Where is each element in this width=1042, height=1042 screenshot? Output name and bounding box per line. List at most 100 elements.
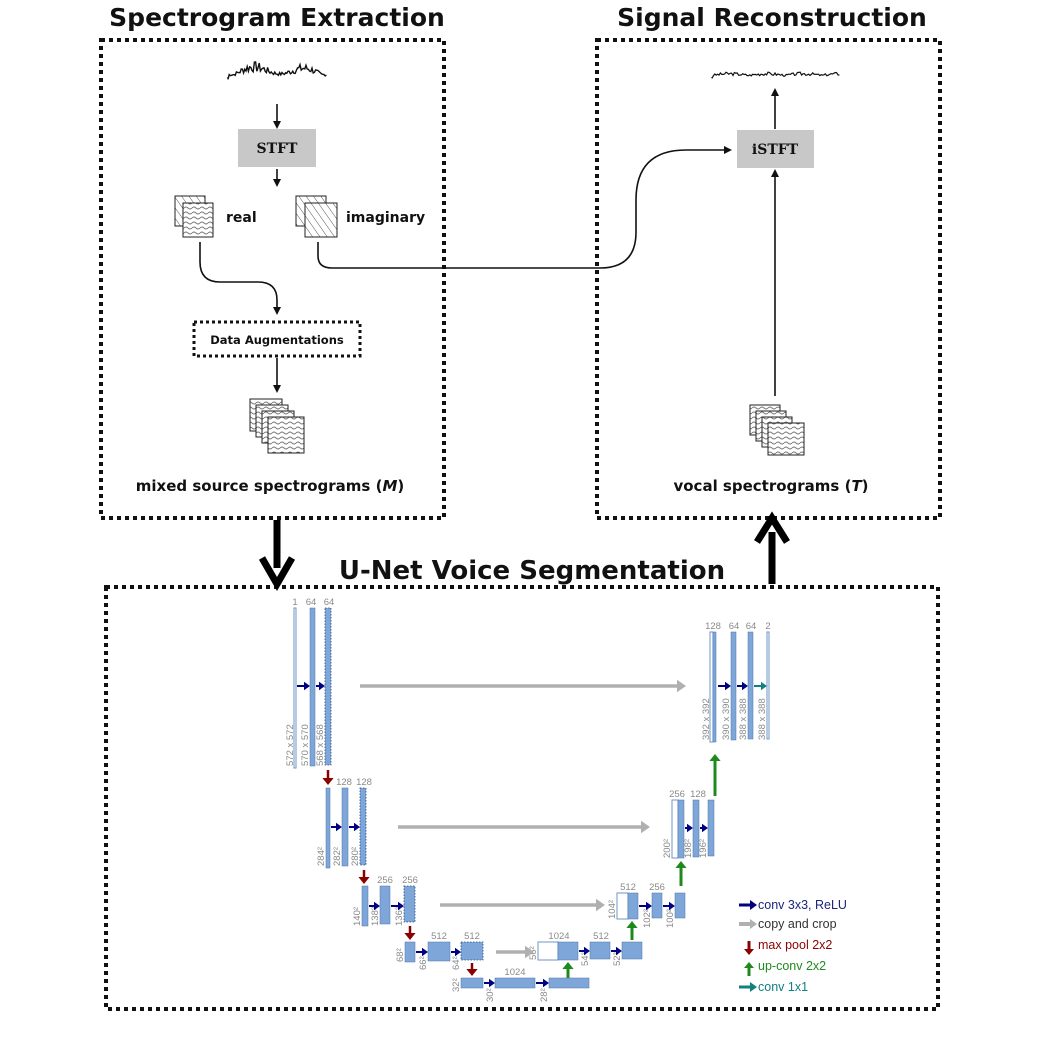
arrow-imaginary-to-istft bbox=[317, 146, 732, 269]
unet-size-label: 570 x 570 bbox=[300, 724, 311, 766]
max-pool-arrow bbox=[404, 926, 416, 940]
conv-arrow bbox=[700, 823, 708, 833]
unet-block bbox=[692, 799, 700, 858]
unet-panel bbox=[104, 585, 940, 1011]
unet-block bbox=[674, 892, 686, 919]
augmentations-box bbox=[192, 320, 362, 358]
stft-box bbox=[238, 129, 316, 167]
unet-channel-label: 256 bbox=[669, 789, 685, 800]
unet-size-label: 280² bbox=[350, 847, 361, 866]
conv-arrow bbox=[484, 978, 495, 988]
unet-channel-label: 2 bbox=[765, 621, 770, 632]
unet-block bbox=[537, 941, 559, 961]
max-pool-arrow bbox=[322, 770, 334, 785]
unet-block bbox=[460, 941, 484, 961]
unet-size-label: 198² bbox=[683, 839, 694, 858]
unet-size-label: 392 x 392 bbox=[701, 698, 712, 740]
unet-size-label: 64² bbox=[451, 956, 462, 970]
unet-channel-label: 128 bbox=[356, 777, 372, 788]
unet-size-label: 104² bbox=[607, 900, 618, 919]
conv-arrow bbox=[639, 901, 652, 911]
unet-size-label: 568 x 568 bbox=[315, 724, 326, 766]
unet-size-label: 388 x 388 bbox=[738, 698, 749, 740]
conv-arrow bbox=[737, 681, 748, 691]
unet-channel-label: 256 bbox=[377, 875, 393, 886]
legend-entry: conv 1x1 bbox=[739, 980, 808, 994]
unet-size-label: 54² bbox=[580, 952, 591, 966]
legend-entry: copy and crop bbox=[739, 917, 837, 931]
conv-arrow bbox=[316, 681, 325, 691]
unet-size-label: 68² bbox=[395, 948, 406, 962]
unet-size-label: 100² bbox=[665, 909, 676, 928]
unet-size-label: 200² bbox=[662, 839, 673, 858]
unet-block bbox=[766, 631, 770, 740]
unet-block bbox=[361, 885, 369, 927]
unet-block bbox=[651, 892, 663, 919]
arrow-up-icon bbox=[744, 962, 754, 968]
unet-size-label: 66² bbox=[418, 956, 429, 970]
stft-label: STFT bbox=[257, 141, 298, 157]
title-reconstruction: Signal Reconstruction bbox=[617, 3, 927, 32]
unet-architecture: 1 64 64 572 x 572 570 x 570 568 x 568 12… bbox=[285, 597, 771, 1002]
arrow-right-icon bbox=[750, 900, 757, 910]
conv-arrow bbox=[349, 822, 360, 832]
unet-block bbox=[359, 787, 367, 866]
mixed-spectrogram-stack-icon bbox=[249, 398, 305, 454]
real-spectrogram-icon bbox=[174, 195, 214, 238]
unet-channel-label: 128 bbox=[690, 789, 706, 800]
extraction-panel bbox=[99, 38, 446, 520]
istft-box bbox=[737, 130, 814, 168]
conv-arrow bbox=[369, 901, 380, 911]
unet-block bbox=[616, 892, 629, 920]
conv-arrow bbox=[331, 822, 342, 832]
unet-channel-label: 64 bbox=[306, 597, 317, 608]
conv-arrow bbox=[391, 901, 404, 911]
arrow-right-icon bbox=[750, 982, 757, 992]
title-unet: U-Net Voice Segmentation bbox=[339, 556, 725, 586]
conv-arrow bbox=[416, 947, 428, 957]
unet-channel-label: 1 bbox=[292, 597, 297, 608]
unet-block bbox=[712, 631, 717, 743]
unet-channel-label: 128 bbox=[336, 777, 352, 788]
unet-block bbox=[589, 941, 611, 960]
augmentations-label: Data Augmentations bbox=[210, 333, 344, 347]
copy-crop-arrow bbox=[496, 945, 534, 959]
output-waveform-icon bbox=[711, 71, 840, 79]
unet-channel-label: 1024 bbox=[548, 931, 569, 942]
unet-size-label: 390 x 390 bbox=[721, 698, 732, 740]
conv-arrow bbox=[579, 946, 590, 956]
copy-crop-arrow bbox=[440, 898, 605, 912]
copy-crop-arrow bbox=[360, 679, 686, 693]
up-conv-arrow bbox=[562, 962, 574, 978]
title-extraction: Spectrogram Extraction bbox=[109, 3, 445, 32]
unet-block bbox=[325, 787, 331, 869]
unet-block bbox=[621, 941, 643, 960]
up-conv-arrow bbox=[675, 861, 687, 886]
mixed-spectrograms-label: mixed source spectrograms (M) bbox=[136, 477, 404, 495]
real-label: real bbox=[226, 210, 257, 226]
imaginary-spectrogram-icon bbox=[295, 195, 338, 238]
legend-entry: conv 3x3, ReLU bbox=[739, 898, 847, 912]
unet-block bbox=[309, 607, 316, 767]
unet-block bbox=[379, 885, 391, 925]
conv-arrow bbox=[451, 947, 461, 957]
legend-label: max pool 2x2 bbox=[758, 938, 832, 952]
copy-crop-arrow bbox=[398, 820, 650, 834]
vocal-spectrograms-label: vocal spectrograms (T) bbox=[673, 477, 868, 495]
max-pool-arrow bbox=[466, 963, 478, 976]
unet-size-label: 388 x 388 bbox=[757, 698, 768, 740]
conv-arrow bbox=[297, 681, 310, 691]
unet-channel-label: 64 bbox=[324, 597, 335, 608]
unet-channel-label: 64 bbox=[746, 621, 757, 632]
unet-channel-label: 512 bbox=[464, 931, 480, 942]
unet-size-label: 56² bbox=[528, 946, 539, 960]
unet-block bbox=[324, 607, 332, 766]
unet-block bbox=[747, 631, 754, 740]
arrow-right-icon bbox=[750, 919, 757, 929]
unet-channel-label: 512 bbox=[593, 931, 609, 942]
conv-arrow bbox=[663, 901, 675, 911]
unet-channel-label: 512 bbox=[431, 931, 447, 942]
